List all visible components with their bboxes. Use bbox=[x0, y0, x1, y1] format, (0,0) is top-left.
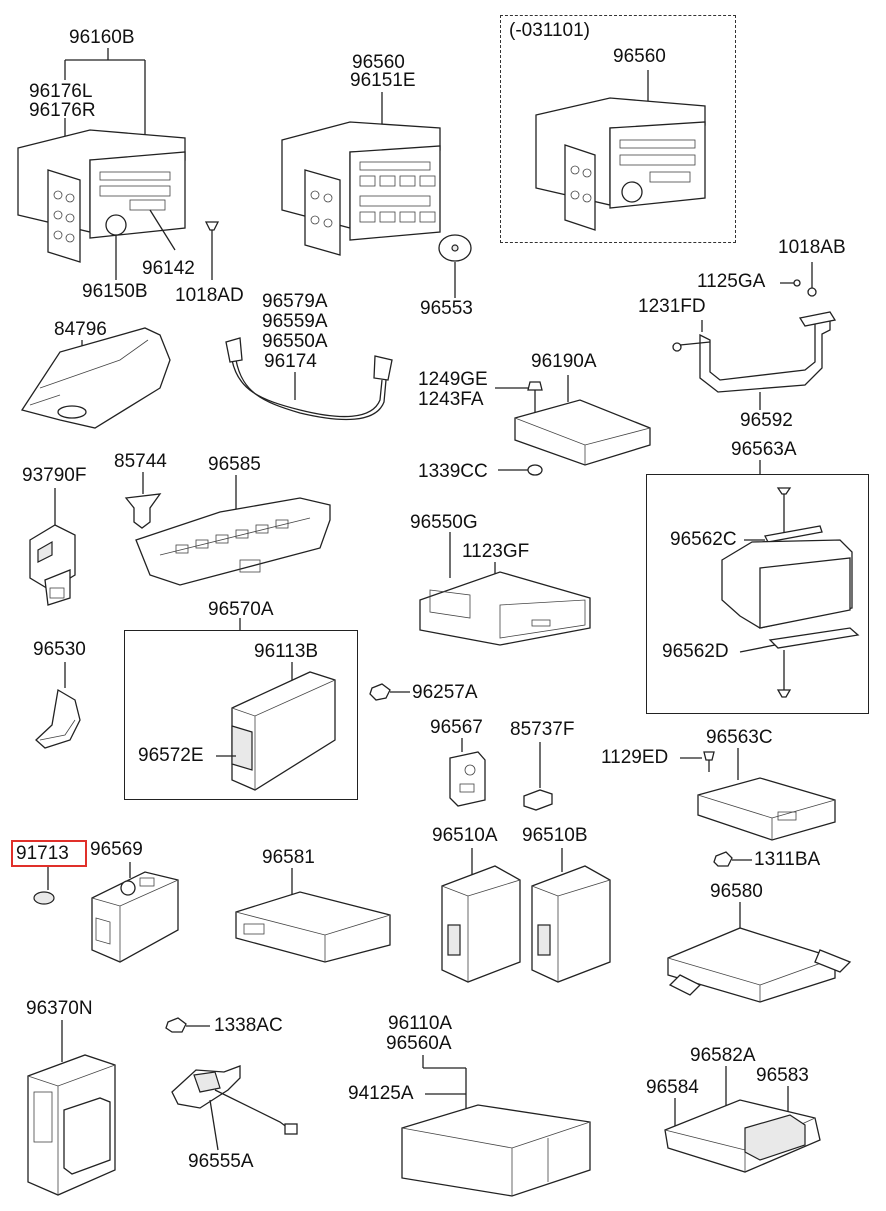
part-label-1125ga[interactable]: 1125GA bbox=[697, 271, 766, 292]
part-label-96584[interactable]: 96584 bbox=[646, 1077, 699, 1098]
nut-96257a-drawing bbox=[369, 683, 410, 701]
switch-96567-drawing bbox=[449, 738, 486, 807]
part-label-96176r[interactable]: 96176R bbox=[29, 100, 96, 121]
part-label-96160b[interactable]: 96160B bbox=[69, 27, 135, 48]
nut-1311ba-drawing bbox=[713, 851, 752, 867]
head-unit-96560-drawing bbox=[281, 92, 472, 298]
part-label-96560a[interactable]: 96560A bbox=[386, 1033, 452, 1054]
amp-96550g-drawing bbox=[419, 532, 591, 646]
pad-85737f-drawing bbox=[523, 742, 553, 811]
head-unit-dashed-drawing bbox=[535, 70, 706, 231]
part-label-96559a[interactable]: 96559A bbox=[262, 311, 328, 332]
part-label-1249ge[interactable]: 1249GE bbox=[418, 369, 488, 390]
cable-96579a-drawing bbox=[225, 337, 393, 421]
unit-96582a-drawing bbox=[664, 1066, 821, 1173]
module-96563c-drawing bbox=[680, 748, 836, 841]
group-box-96570a bbox=[124, 630, 358, 800]
part-label-96553[interactable]: 96553 bbox=[420, 298, 473, 319]
part-label-96582a[interactable]: 96582A bbox=[690, 1045, 756, 1066]
part-label-96110a[interactable]: 96110A bbox=[388, 1013, 453, 1034]
date-range-group-box bbox=[500, 15, 736, 243]
part-label-96583[interactable]: 96583 bbox=[756, 1065, 809, 1086]
part-label-85737f[interactable]: 85737F bbox=[510, 719, 575, 740]
part-label-96563a[interactable]: 96563A bbox=[731, 439, 797, 460]
part-label-1339cc[interactable]: 1339CC bbox=[418, 461, 488, 482]
unit-96569-drawing bbox=[33, 862, 179, 963]
units-96510-drawing bbox=[441, 848, 611, 983]
part-label-96560[interactable]: 96560 bbox=[352, 52, 405, 73]
part-label-96570a[interactable]: 96570A bbox=[208, 599, 274, 620]
part-label-96567[interactable]: 96567 bbox=[430, 717, 483, 738]
part-label-96150b[interactable]: 96150B bbox=[82, 281, 148, 302]
part-label-85744[interactable]: 85744 bbox=[114, 451, 167, 472]
part-label-1311ba[interactable]: 1311BA bbox=[754, 849, 821, 870]
part-label-96555a[interactable]: 96555A bbox=[188, 1151, 254, 1172]
part-label-1231fd[interactable]: 1231FD bbox=[638, 296, 706, 317]
part-label-84796[interactable]: 84796 bbox=[54, 319, 107, 340]
part-label-96581[interactable]: 96581 bbox=[262, 847, 315, 868]
nut-1338ac-drawing bbox=[165, 1017, 210, 1033]
part-label-96151e[interactable]: 96151E bbox=[350, 70, 416, 91]
date-range-label: (-031101) bbox=[509, 20, 590, 41]
bezel-84796-drawing bbox=[20, 327, 171, 429]
highlighted-part-box bbox=[11, 840, 87, 867]
part-label-1129ed[interactable]: 1129ED bbox=[601, 747, 669, 768]
part-label-96190a[interactable]: 96190A bbox=[531, 351, 597, 372]
part-label-96580[interactable]: 96580 bbox=[710, 881, 763, 902]
part-label-96563c[interactable]: 96563C bbox=[706, 727, 773, 748]
part-label-1018ad[interactable]: 1018AD bbox=[175, 285, 244, 306]
bracket-96592-drawing bbox=[672, 262, 837, 410]
part-label-1123gf[interactable]: 1123GF bbox=[462, 541, 530, 562]
part-label-96592[interactable]: 96592 bbox=[740, 410, 793, 431]
gps-96555a-drawing bbox=[171, 1065, 298, 1151]
antenna-96530-drawing bbox=[35, 662, 81, 749]
unit-96370n-drawing bbox=[27, 1020, 116, 1196]
part-label-1338ac[interactable]: 1338AC bbox=[214, 1015, 283, 1036]
part-label-96113b[interactable]: 96113B bbox=[254, 641, 319, 662]
part-label-96510a[interactable]: 96510A bbox=[432, 825, 498, 846]
part-label-93790f[interactable]: 93790F bbox=[22, 465, 87, 486]
part-label-96176l[interactable]: 96176L bbox=[29, 81, 93, 102]
part-label-96530[interactable]: 96530 bbox=[33, 639, 86, 660]
part-label-96579a[interactable]: 96579A bbox=[262, 291, 328, 312]
part-label-96562d[interactable]: 96562D bbox=[662, 641, 729, 662]
part-label-1243fa[interactable]: 1243FA bbox=[418, 389, 484, 410]
part-label-96569[interactable]: 96569 bbox=[90, 839, 143, 860]
part-label-96550g[interactable]: 96550G bbox=[410, 512, 478, 533]
part-label-96585[interactable]: 96585 bbox=[208, 454, 261, 475]
head-unit-96160b-drawing bbox=[17, 48, 220, 280]
part-label-96572e[interactable]: 96572E bbox=[138, 745, 204, 766]
part-label-91713[interactable]: 91713 bbox=[16, 843, 69, 864]
module-96190a-drawing bbox=[495, 375, 651, 476]
part-label-94125a[interactable]: 94125A bbox=[348, 1083, 414, 1104]
part-label-96257a[interactable]: 96257A bbox=[412, 682, 478, 703]
group-box-96563a bbox=[646, 474, 869, 714]
part-label-96562c[interactable]: 96562C bbox=[670, 529, 737, 550]
unit-96113b-drawing bbox=[216, 618, 336, 791]
clip-85744-drawing bbox=[124, 472, 162, 529]
part-label-1018ab[interactable]: 1018AB bbox=[778, 237, 846, 258]
panel-96585-drawing bbox=[135, 475, 331, 586]
unit-96110a-drawing bbox=[401, 1055, 591, 1197]
module-96581-drawing bbox=[235, 868, 391, 963]
part-label-96370n[interactable]: 96370N bbox=[26, 998, 93, 1019]
part-label-96174[interactable]: 96174 bbox=[264, 351, 317, 372]
unit-96563a-drawing bbox=[721, 460, 860, 698]
part-label-96560-alt[interactable]: 96560 bbox=[613, 46, 666, 67]
part-label-96550a[interactable]: 96550A bbox=[262, 331, 328, 352]
part-label-96142[interactable]: 96142 bbox=[142, 258, 195, 279]
unit-96580-drawing bbox=[667, 902, 852, 1003]
part-label-96510b[interactable]: 96510B bbox=[522, 825, 588, 846]
switch-93790f-drawing bbox=[29, 488, 76, 606]
